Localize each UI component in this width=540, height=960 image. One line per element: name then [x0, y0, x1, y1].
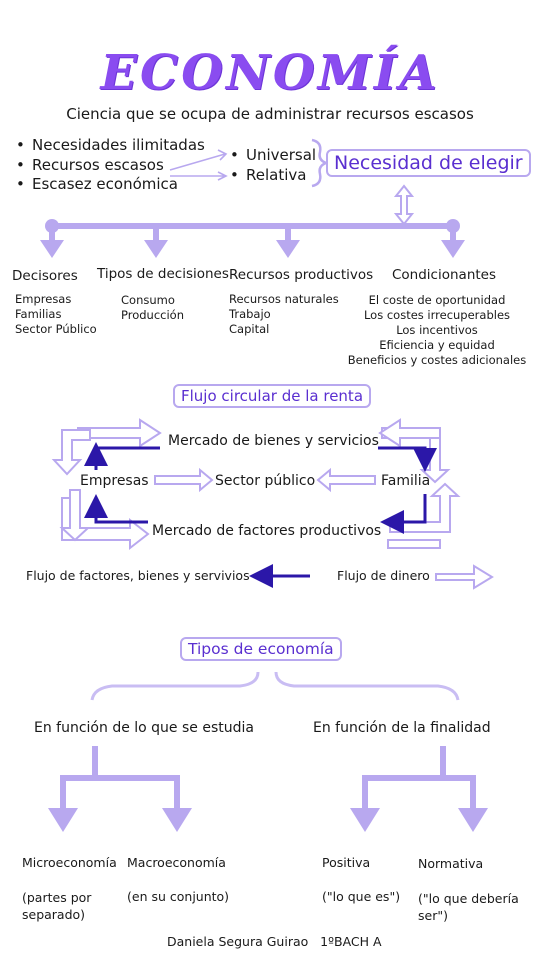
category-items: Empresas Familias Sector Público: [15, 292, 97, 337]
category-items: Recursos naturales Trabajo Capital: [229, 292, 339, 337]
list-item: Escasez económica: [16, 175, 205, 195]
list-item: Universal: [230, 146, 316, 166]
goods-market-label: Mercado de bienes y servicios: [168, 433, 379, 449]
list-item: Relativa: [230, 166, 316, 186]
flow-title-box: Flujo circular de la renta: [173, 384, 372, 408]
category-item: El coste de oportunidad: [368, 293, 506, 307]
money-flow-arrows: [51, 418, 494, 590]
category-bar: [40, 219, 465, 258]
branch-purpose-label: En función de la finalidad: [313, 720, 491, 736]
legend-goods-label: Flujo de factores, bienes y servivios: [26, 568, 250, 583]
macro-label: Macroeconomía: [127, 855, 226, 870]
category-item: Beneficios y costes adicionales: [347, 353, 527, 367]
positive-label: Positiva: [322, 855, 371, 870]
micro-label: Microeconomía: [22, 855, 117, 870]
category-title: Decisores: [12, 268, 78, 284]
types-tree: [90, 671, 460, 701]
page-title: ECONOMÍA: [100, 45, 440, 101]
micro-note: (partes por separado): [22, 890, 92, 922]
normative-label: Normativa: [418, 856, 484, 871]
category-item: Familias: [15, 307, 62, 321]
needs-list: Necesidades ilimitadas Recursos escasos …: [16, 136, 205, 195]
category-title: Tipos de decisiones: [97, 266, 229, 282]
category-items: Consumo Producción: [121, 293, 184, 323]
family-label: Familia: [381, 473, 431, 489]
choice-box: Necesidad de elegir: [326, 149, 531, 177]
double-arrow: [393, 184, 415, 226]
category-title: Condicionantes: [392, 267, 497, 283]
category-item: Los costes irrecuperables: [363, 308, 511, 322]
normative-note: ("lo que debería ser"): [418, 891, 519, 923]
companies-label: Empresas: [80, 473, 149, 489]
category-title: Recursos productivos: [229, 267, 374, 283]
category-items: El coste de oportunidad Los costes irrec…: [347, 293, 527, 368]
category-item: Capital: [229, 322, 270, 336]
author-footer: Daniela Segura Guirao 1ºBACH A: [167, 934, 382, 949]
public-sector-label: Sector público: [215, 473, 316, 489]
category-item: Sector Público: [15, 322, 97, 336]
category-item: Recursos naturales: [229, 292, 339, 306]
category-item: Empresas: [15, 292, 72, 306]
category-item: Trabajo: [229, 307, 271, 321]
scarcity-list: Universal Relativa: [230, 146, 316, 185]
factor-market-label: Mercado de factores productivos: [152, 523, 382, 539]
positive-note: ("lo que es"): [322, 889, 401, 904]
types-branches: [48, 746, 488, 832]
category-item: Los incentivos: [396, 323, 478, 337]
macro-note: (en su conjunto): [127, 889, 230, 904]
category-item: Producción: [121, 308, 184, 322]
category-item: Eficiencia y equidad: [379, 338, 495, 352]
list-item: Necesidades ilimitadas: [16, 136, 205, 156]
types-title-box: Tipos de economía: [180, 637, 342, 661]
legend-money-label: Flujo de dinero: [337, 568, 430, 583]
goods-flow-arrows: [84, 442, 437, 588]
subtitle: Ciencia que se ocupa de administrar recu…: [66, 105, 474, 123]
list-item: Recursos escasos: [16, 156, 205, 176]
category-item: Consumo: [121, 293, 175, 307]
branch-study-label: En función de lo que se estudia: [34, 720, 254, 736]
